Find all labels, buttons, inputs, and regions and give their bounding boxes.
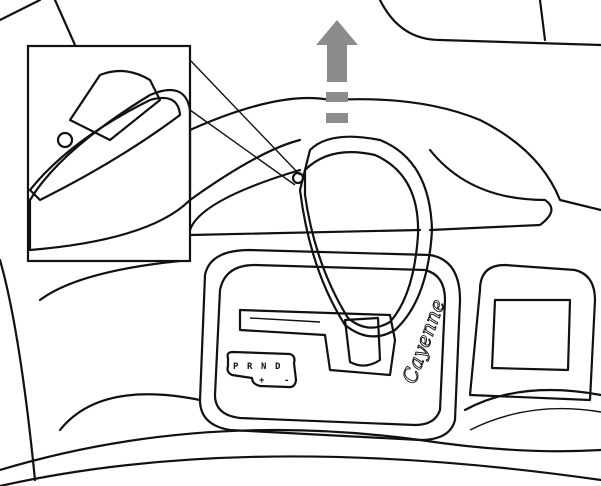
gear-label-n: N <box>261 362 266 372</box>
shift-gate-plate <box>198 248 462 442</box>
gear-label-d: D <box>275 362 281 372</box>
tiptronic-plus-label: + <box>259 376 265 386</box>
gear-lever <box>291 135 434 367</box>
gear-label-p: P <box>233 362 239 372</box>
storage-compartment <box>463 263 601 431</box>
gear-label-r: R <box>247 362 253 372</box>
direction-up-arrow-icon <box>316 20 358 123</box>
detail-inset <box>26 44 301 263</box>
gear-position-indicator: P R N D + - <box>226 350 298 389</box>
tiptronic-minus-label: - <box>284 376 289 386</box>
